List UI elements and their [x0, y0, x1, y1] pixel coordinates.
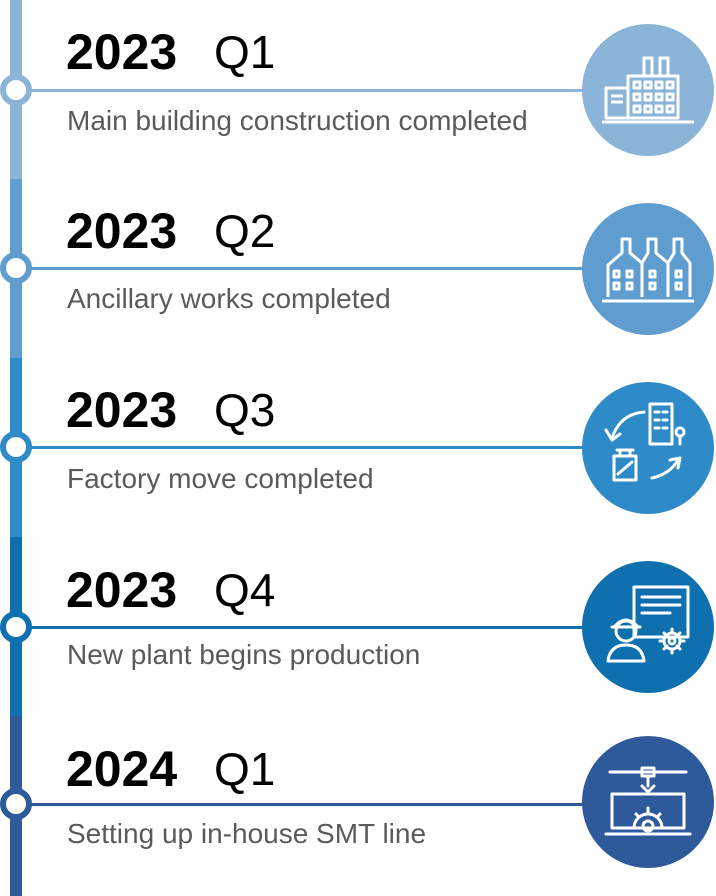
milestone-quarter: Q3 [214, 384, 276, 436]
milestone-year: 2023 [66, 24, 178, 80]
milestone-connector [18, 446, 588, 449]
milestone-description: Main building construction completed [67, 105, 528, 136]
milestone-description: Factory move completed [67, 463, 374, 494]
milestone-quarter: Q1 [214, 26, 276, 78]
milestone-2023-q2: 2023 Q2 Ancillary works completed [0, 179, 716, 358]
timeline-node [0, 74, 32, 106]
timeline-node [0, 252, 32, 284]
milestone-2023-q3: 2023 Q3 Factory move completed [0, 358, 716, 537]
milestone-connector [18, 803, 588, 806]
milestone-description: Ancillary works completed [67, 283, 391, 314]
timeline-node [0, 611, 32, 643]
milestone-description: Setting up in-house SMT line [67, 818, 427, 849]
milestone-year: 2023 [66, 382, 178, 438]
timeline-node [0, 431, 32, 463]
milestone-year: 2023 [66, 562, 178, 618]
milestone-year: 2023 [66, 203, 178, 259]
milestone-connector [18, 267, 588, 270]
milestone-connector [18, 626, 588, 629]
relocation-icon [582, 382, 714, 514]
milestone-quarter: Q2 [214, 205, 276, 257]
milestone-description: New plant begins production [67, 639, 421, 670]
factory-building-icon [582, 24, 714, 156]
milestone-quarter: Q1 [214, 743, 276, 795]
milestone-2023-q4: 2023 Q4 New plant begins production [0, 537, 716, 716]
smt-machine-icon [582, 736, 714, 868]
milestone-2023-q1: 2023 Q1 Main building construction compl… [0, 0, 716, 179]
engineer-production-icon [582, 561, 714, 693]
timeline-node [0, 788, 32, 820]
industrial-plant-icon [582, 203, 714, 335]
milestone-year: 2024 [66, 741, 178, 797]
milestone-2024-q1: 2024 Q1 Setting up in-house SMT line [0, 716, 716, 895]
milestone-quarter: Q4 [214, 564, 276, 616]
milestone-connector [18, 89, 588, 92]
